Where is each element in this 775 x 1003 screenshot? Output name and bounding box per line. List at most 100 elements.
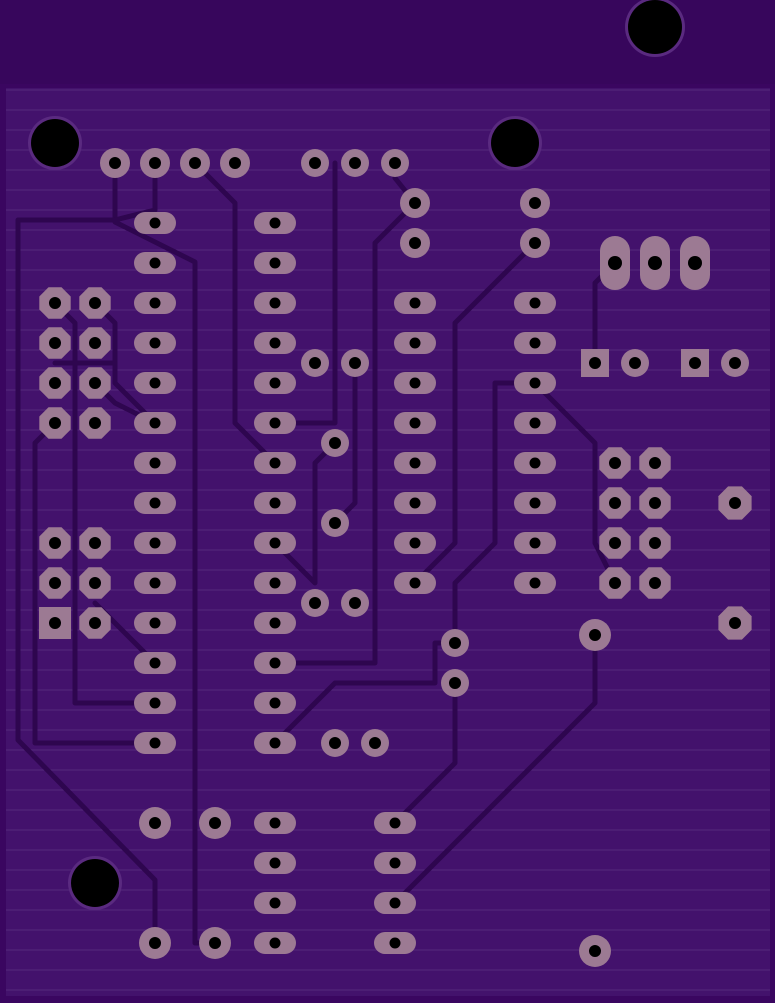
pad-drill	[729, 497, 741, 509]
ic1-pin	[134, 212, 176, 234]
test-point	[718, 606, 752, 640]
pad-drill	[49, 297, 61, 309]
pad-drill	[409, 337, 421, 349]
ic1-pin	[134, 532, 176, 554]
pad-drill	[269, 817, 281, 829]
ic1-pin	[254, 612, 296, 634]
pad-drill	[269, 697, 281, 709]
ic3-pin	[374, 892, 416, 914]
copper-trace	[532, 380, 618, 586]
pad-drill	[409, 377, 421, 389]
pad-drill	[49, 337, 61, 349]
connector-pin	[39, 327, 71, 359]
pad-drill	[269, 537, 281, 549]
pad-drill	[149, 157, 161, 169]
pad-drill	[149, 577, 161, 589]
pad-drill	[589, 357, 601, 369]
ic2-pin	[394, 372, 436, 394]
pad-drill	[149, 657, 161, 669]
ic2-pin	[394, 572, 436, 594]
connector-pin	[39, 367, 71, 399]
connector-pin	[599, 447, 631, 479]
pad-drill	[648, 256, 662, 270]
pad-drill	[609, 577, 621, 589]
pad-drill	[389, 817, 401, 829]
ic1-pin	[134, 372, 176, 394]
pad-drill	[649, 457, 661, 469]
ic2-pin	[394, 292, 436, 314]
pad-drill	[329, 437, 341, 449]
connector-pin	[79, 567, 111, 599]
pad-drill	[89, 617, 101, 629]
trace-layer	[15, 160, 618, 946]
ic1-pin	[254, 372, 296, 394]
pad-drill	[349, 357, 361, 369]
copper-trace	[392, 632, 598, 906]
via-pad	[400, 188, 430, 218]
pad-drill	[369, 737, 381, 749]
ic3-pin	[374, 812, 416, 834]
connector-pin-1	[39, 607, 71, 639]
regulator-pin	[640, 236, 670, 290]
ic3-pin	[254, 932, 296, 954]
pad-drill	[269, 257, 281, 269]
pad-drill	[49, 417, 61, 429]
ic1-pin	[134, 652, 176, 674]
copper-trace	[112, 160, 158, 223]
mounting-hole-bottom-left	[71, 859, 119, 907]
component-pad	[139, 807, 171, 839]
component-pad	[441, 629, 469, 657]
pad-drill	[149, 417, 161, 429]
header-pad	[220, 148, 250, 178]
pad-drill	[409, 577, 421, 589]
pad-drill	[589, 945, 601, 957]
component-pad	[301, 349, 329, 377]
pad-drill	[589, 629, 601, 641]
component-pad	[341, 589, 369, 617]
component-pad	[441, 669, 469, 697]
ic1-pin	[134, 412, 176, 434]
ic3-pin	[254, 852, 296, 874]
connector-pin	[639, 567, 671, 599]
connector-pin	[79, 527, 111, 559]
pad-drill	[109, 157, 121, 169]
ic1-pin	[254, 492, 296, 514]
pad-drill	[269, 657, 281, 669]
component-pad	[199, 807, 231, 839]
ic1-pin	[254, 452, 296, 474]
pad-drill	[529, 497, 541, 509]
ic2-pin	[514, 532, 556, 554]
component-pad	[579, 619, 611, 651]
pad-drill	[349, 597, 361, 609]
pad-drill	[389, 897, 401, 909]
connector-pin	[39, 287, 71, 319]
pad-drill	[529, 577, 541, 589]
pad-drill	[389, 157, 401, 169]
pad-drill	[649, 577, 661, 589]
header-pad	[140, 148, 170, 178]
pad-drill	[149, 337, 161, 349]
pad-drill	[149, 257, 161, 269]
ic1-pin	[134, 252, 176, 274]
pad-drill	[409, 497, 421, 509]
ic2-pin	[394, 412, 436, 434]
ic2-pin	[394, 452, 436, 474]
ic1-pin	[254, 332, 296, 354]
ic2-pin	[394, 332, 436, 354]
pad-drill	[689, 357, 701, 369]
copper-trace	[452, 380, 538, 646]
ic1-pin	[134, 572, 176, 594]
ic2-pin	[514, 372, 556, 394]
connector-pin	[639, 527, 671, 559]
via-pad	[400, 228, 430, 258]
pad-drill	[149, 217, 161, 229]
pad-drill	[269, 497, 281, 509]
pad-layer	[39, 148, 752, 967]
ic3-pin	[254, 892, 296, 914]
ic1-pin	[134, 612, 176, 634]
pad-drill	[269, 897, 281, 909]
connector-pin	[639, 487, 671, 519]
capacitor-pin-1	[681, 349, 709, 377]
capacitor-pin-2	[621, 349, 649, 377]
